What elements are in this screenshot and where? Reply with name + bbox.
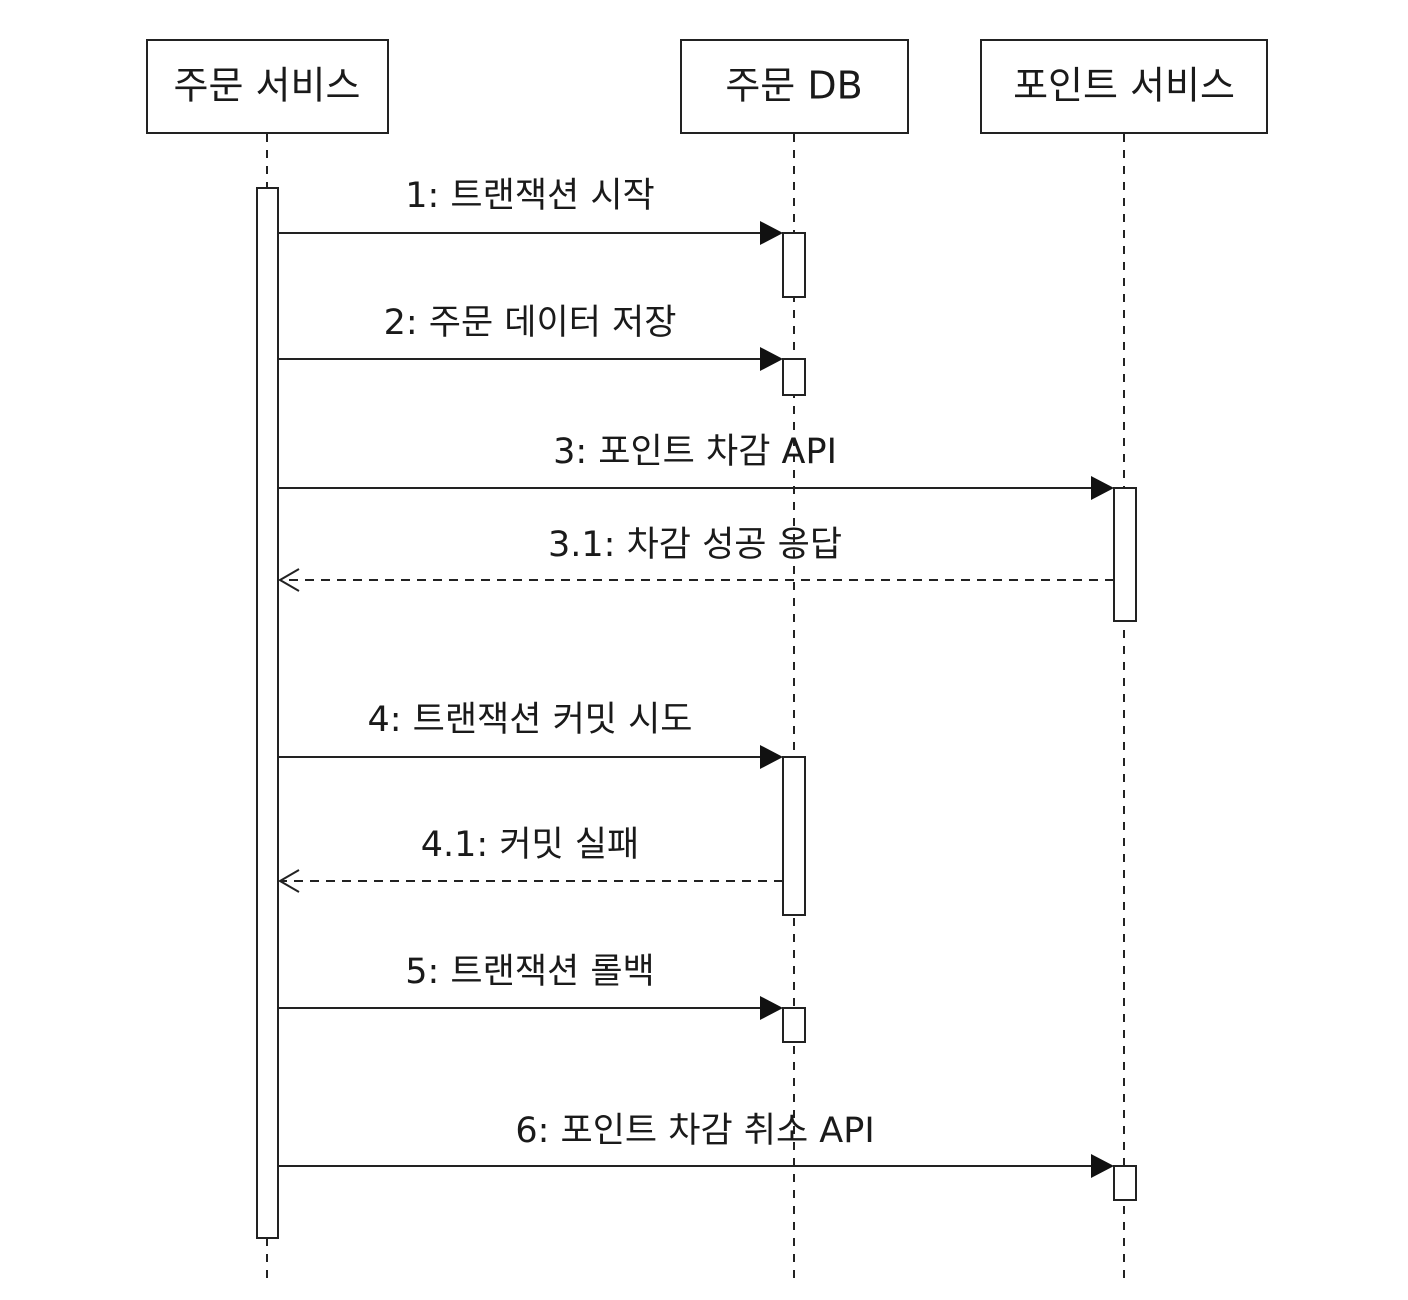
message-label: 6: 포인트 차감 취소 API	[515, 1111, 874, 1151]
message-3: 3: 포인트 차감 API	[278, 432, 1114, 500]
message-label: 3.1: 차감 성공 응답	[548, 525, 842, 565]
message-label: 2: 주문 데이터 저장	[384, 303, 677, 343]
activation-order-db-4	[782, 1007, 806, 1043]
arrowhead-solid-icon	[760, 347, 783, 371]
message-4: 4: 트랜잭션 커밋 시도	[278, 700, 783, 769]
message-label: 4.1: 커밋 실패	[421, 825, 640, 865]
activation-order-db-2	[782, 358, 806, 396]
arrowhead-solid-icon	[760, 745, 783, 769]
message-label: 1: 트랜잭션 시작	[405, 176, 655, 216]
participant-point-service: 포인트 서비스	[980, 39, 1268, 134]
activation-order-db-3	[782, 756, 806, 916]
message-label: 5: 트랜잭션 롤백	[405, 952, 655, 992]
message-5: 5: 트랜잭션 롤백	[278, 952, 783, 1020]
arrowhead-solid-icon	[760, 996, 783, 1020]
activation-point-service-1	[1113, 487, 1137, 622]
message-4-1: 4.1: 커밋 실패	[278, 825, 783, 893]
participant-label: 주문 서비스	[174, 64, 361, 108]
arrowhead-open-icon	[278, 869, 300, 893]
arrowhead-solid-icon	[1091, 1154, 1114, 1178]
arrowhead-open-icon	[278, 568, 300, 592]
message-2: 2: 주문 데이터 저장	[278, 303, 783, 371]
activation-point-service-2	[1113, 1165, 1137, 1201]
message-3-1: 3.1: 차감 성공 응답	[278, 525, 1114, 592]
participant-label: 포인트 서비스	[1013, 64, 1235, 108]
arrowhead-solid-icon	[760, 221, 783, 245]
arrowhead-solid-icon	[1091, 476, 1114, 500]
participant-label: 주문 DB	[725, 64, 862, 108]
message-label: 3: 포인트 차감 API	[553, 432, 837, 472]
message-label: 4: 트랜잭션 커밋 시도	[367, 700, 692, 740]
message-1: 1: 트랜잭션 시작	[278, 176, 783, 245]
activation-order-service	[256, 187, 279, 1239]
participant-order-db: 주문 DB	[680, 39, 909, 134]
activation-order-db-1	[782, 232, 806, 298]
message-6: 6: 포인트 차감 취소 API	[278, 1111, 1114, 1178]
participant-order-service: 주문 서비스	[146, 39, 389, 134]
